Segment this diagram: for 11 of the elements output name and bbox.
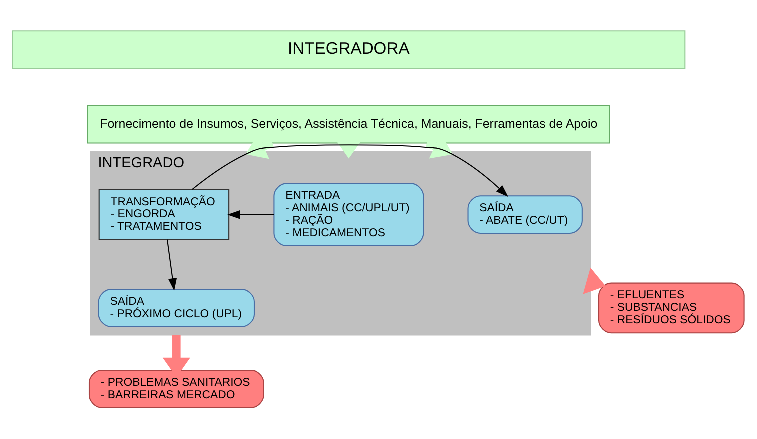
node-box: INTEGRADORA [12,30,686,70]
arrow [228,210,274,220]
node-box: - PROBLEMAS SANITARIOS - BARREIRAS MERCADO [88,370,264,408]
node-box: SAÍDA - ABATE (CC/UT) [468,196,583,234]
arrow [192,144,509,198]
node-box: - EFLUENTES - SUBSTANCIAS - RESÍDUOS SÓLIDOS [598,282,745,334]
arrow [583,268,606,294]
node-box: ENTRADA - ANIMAIS (CC/UPL/UT) - RAÇÃO - MEDICAMENTOS [274,183,424,246]
arrow [166,240,178,291]
node-box: TRANSFORMAÇÃO - ENGORDA - TRATAMENTOS [98,189,230,240]
node-box: SAÍDA - PRÓXIMO CICLO (UPL) [98,289,256,328]
